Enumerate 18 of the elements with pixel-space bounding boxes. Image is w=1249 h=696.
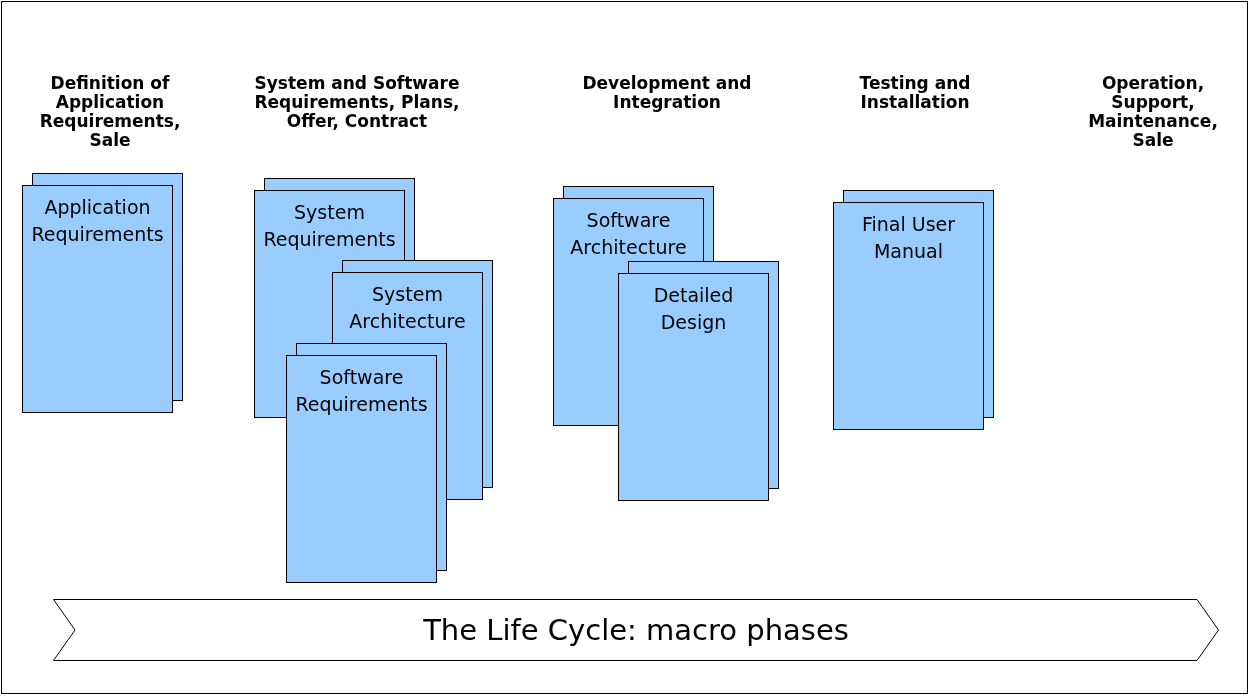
phase-heading: Definition of Application Requirements, Sale: [38, 74, 182, 150]
document-stack: [833, 190, 996, 432]
document-title: System Requirements: [263, 201, 396, 250]
document-title: Application Requirements: [31, 196, 164, 245]
phase-heading: Testing and Installation: [858, 74, 972, 112]
document-title: Detailed Design: [653, 284, 734, 333]
document-stack: [618, 261, 781, 503]
document-stack: [22, 173, 185, 415]
document-title: System Architecture: [349, 283, 466, 332]
document-stack: [286, 343, 449, 585]
document-title: Final User Manual: [861, 213, 956, 262]
chevron-band: [53, 599, 1219, 661]
phase-heading: System and Software Requirements, Plans, Offer, Contract: [253, 74, 461, 131]
phase-heading: Operation, Support, Maintenance, Sale: [1087, 74, 1219, 150]
phase-heading: Development and Integration: [581, 74, 753, 112]
document-title: Software Architecture: [570, 209, 687, 258]
band-title: The Life Cycle: macro phases: [423, 613, 849, 647]
document-title: Software Requirements: [295, 366, 428, 415]
